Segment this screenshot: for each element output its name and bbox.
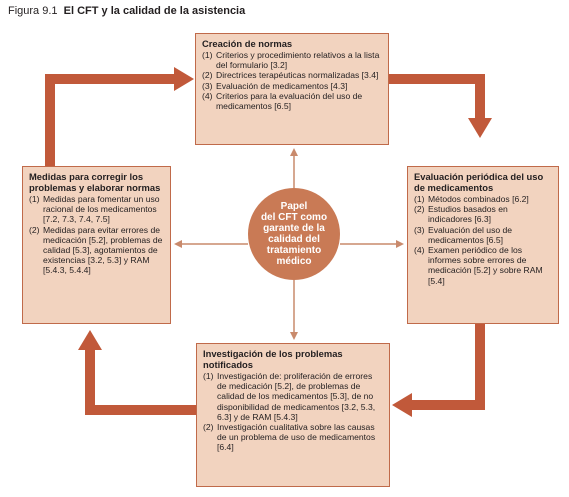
list-item: (4)Criterios para la evaluación del uso … (202, 91, 382, 111)
item-number: (3) (202, 80, 213, 91)
figure-title: El CFT y la calidad de la asistencia (63, 5, 246, 17)
item-number: (4) (414, 245, 425, 256)
box-investigacion-problemas: Investigación de los problemas notificad… (196, 343, 390, 487)
arrow-right-to-bottom (410, 324, 485, 410)
box-evaluacion-periodica: Evaluación periódica del uso de medicame… (407, 166, 559, 324)
arrowhead-top-to-right (468, 118, 492, 138)
box-title: Creación de normas (202, 38, 293, 49)
center-text: Papel del CFT como garante de la calidad… (260, 201, 328, 267)
center-circle: Papel del CFT como garante de la calidad… (248, 188, 340, 280)
item-number: (2) (202, 70, 213, 81)
item-text: Medidas para fomentar un uso racional de… (43, 194, 160, 225)
item-number: (2) (29, 224, 40, 235)
arrowhead-bottom-to-left (78, 330, 102, 350)
list-item: (3)Evaluación de medicamentos [4.3] (202, 81, 382, 91)
item-number: (1) (203, 371, 214, 381)
list-item: (1)Criterios y procedimiento relativos a… (202, 50, 382, 70)
list-item: (1)Investigación de: proliferación de er… (203, 371, 383, 422)
list-item: (2)Medidas para evitar errores de medica… (29, 225, 164, 276)
item-number: (4) (202, 90, 213, 101)
list-item: (1)Métodos combinados [6.2] (414, 194, 552, 204)
arrow-bottom-to-left (85, 348, 196, 415)
arrow-top-to-right (389, 74, 485, 121)
item-text: Estudios basados en indicadores [6.3] (428, 204, 508, 225)
figure-caption: Figura 9.1 El CFT y la calidad de la asi… (8, 5, 245, 17)
item-text: Investigación cualitativa sobre las caus… (217, 422, 376, 453)
list-item: (3)Evaluación del uso de medicamentos [6… (414, 225, 552, 245)
item-number: (3) (414, 224, 425, 235)
item-number: (1) (414, 194, 425, 204)
box-title: Investigación de los problemas notificad… (203, 348, 343, 370)
item-text: Investigación de: proliferación de error… (217, 371, 376, 422)
item-text: Directrices terapéuticas normalizadas [3… (216, 70, 379, 81)
item-text: Criterios para la evaluación del uso de … (216, 90, 363, 112)
item-number: (1) (29, 194, 40, 204)
box-medidas-corregir: Medidas para corregir los problemas y el… (22, 166, 171, 324)
item-text: Examen periódico de los informes sobre e… (428, 245, 543, 286)
item-text: Métodos combinados [6.2] (428, 194, 529, 204)
item-text: Evaluación de medicamentos [4.3] (216, 80, 348, 91)
list-item: (2)Directrices terapéuticas normalizadas… (202, 70, 382, 80)
item-text: Evaluación del uso de medicamentos [6.5] (428, 224, 513, 245)
box-creacion-normas: Creación de normas (1)Criterios y proced… (195, 33, 389, 145)
figure-label: Figura 9.1 (8, 5, 58, 17)
list-item: (4)Examen periódico de los informes sobr… (414, 245, 552, 286)
box-title: Medidas para corregir los problemas y el… (29, 171, 161, 193)
item-text: Criterios y procedimiento relativos a la… (216, 50, 380, 71)
arrow-left-to-top (45, 74, 176, 166)
item-text: Medidas para evitar errores de medicació… (43, 224, 163, 276)
arrowhead-right-to-bottom (392, 393, 412, 417)
item-number: (2) (203, 422, 214, 433)
item-number: (1) (202, 50, 213, 60)
item-number: (2) (414, 204, 425, 215)
arrowhead-left-to-top (174, 67, 194, 91)
list-item: (1)Medidas para fomentar un uso racional… (29, 194, 164, 225)
list-item: (2)Investigación cualitativa sobre las c… (203, 422, 383, 453)
list-item: (2)Estudios basados en indicadores [6.3] (414, 204, 552, 224)
box-title: Evaluación periódica del uso de medicame… (414, 171, 544, 193)
